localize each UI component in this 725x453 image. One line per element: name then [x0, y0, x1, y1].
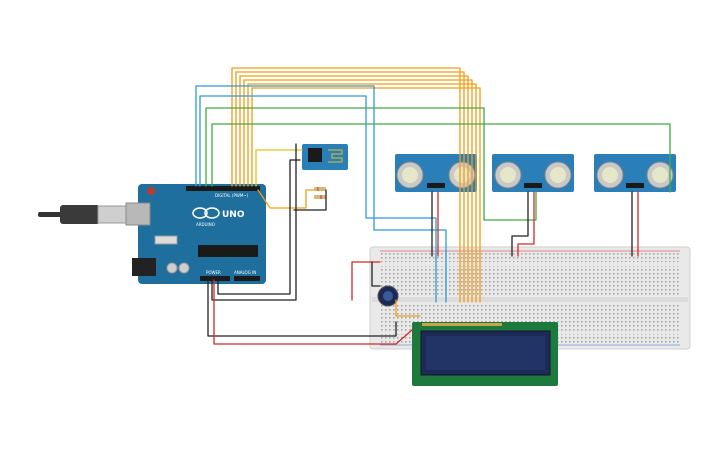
wire-red-2 [351, 261, 381, 301]
esp8266-module [302, 144, 348, 170]
wire-black-3 [207, 279, 397, 337]
wire-black-2 [217, 159, 301, 295]
wire-black-resistor [293, 189, 327, 211]
usb-cable [38, 212, 64, 217]
power-header-label: POWER [206, 270, 221, 275]
ultrasonic-sensor-1 [395, 154, 477, 192]
model-label: UNO [222, 210, 245, 220]
resistors [314, 187, 326, 199]
wire-orange-5 [247, 83, 477, 303]
lcd-16x2 [412, 322, 558, 386]
reset-button [147, 187, 155, 195]
center-channel [372, 297, 688, 302]
wire-orange-3 [239, 75, 469, 303]
arduino-uno: DIGITAL (PWM~) UNO ARDUINO POWER ANALOG … [38, 184, 266, 284]
potentiometer [377, 285, 399, 307]
terminal-strip-top [380, 266, 680, 296]
wires [195, 67, 671, 345]
wire-sensor2-gnd [511, 191, 529, 257]
wire-blue-2 [199, 95, 437, 303]
wire-black-1 [211, 143, 297, 301]
atmega-chip [198, 245, 258, 257]
arduino-board [138, 184, 266, 284]
analog-header [234, 276, 260, 281]
wire-pot-wiper [395, 299, 421, 317]
wire-green-1 [205, 107, 537, 221]
wire-orange-1 [231, 67, 461, 303]
digital-header [186, 186, 260, 191]
power-header [200, 276, 230, 281]
wire-yellow [255, 149, 303, 187]
usb-plug [60, 205, 100, 224]
ultrasonic-sensor-2 [492, 154, 574, 192]
wire-orange-4 [243, 79, 473, 303]
wire-pot-gnd [371, 261, 381, 287]
brand-label: ARDUINO [196, 222, 215, 227]
wire-red-1 [213, 279, 413, 345]
wire-orange-6 [251, 87, 481, 303]
wire-sensor2-vcc [517, 191, 535, 257]
power-rail-top [380, 252, 680, 262]
wire-blue-1 [195, 85, 447, 303]
analog-header-label: ANALOG IN [234, 270, 256, 275]
digital-header-label: DIGITAL (PWM~) [215, 193, 249, 198]
wire-orange-resistor [257, 189, 315, 209]
ultrasonic-sensor-3 [594, 154, 676, 192]
wire-orange-2 [235, 71, 465, 303]
lcd-pin-header [422, 323, 502, 326]
wire-green-2 [211, 123, 671, 193]
